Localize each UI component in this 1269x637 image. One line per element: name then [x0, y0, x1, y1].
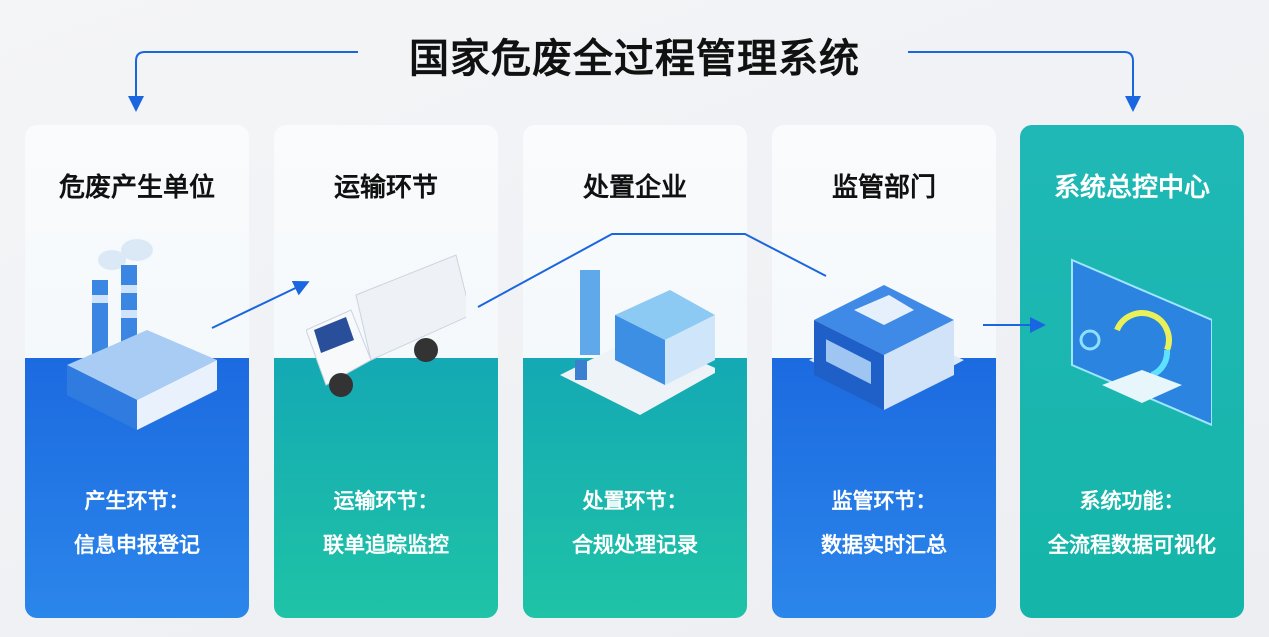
stage-label: 处置环节：	[582, 489, 688, 513]
factory-icon	[67, 239, 217, 430]
dashboard-monitor-icon	[1071, 258, 1212, 427]
card-transport: 运输环节 运输环节： 联单追踪监控	[274, 125, 498, 618]
stage-description: 全流程数据可视化	[1048, 533, 1216, 557]
card-title: 监管部门	[831, 173, 936, 203]
stage-description: 信息申报登记	[74, 533, 200, 557]
card-waste-producer: 危废产生单位 产生环节： 信息申报登记	[25, 125, 249, 618]
government-building-icon	[809, 285, 964, 410]
stage-label: 监管环节：	[831, 489, 937, 513]
stage-label: 运输环节：	[333, 489, 439, 513]
card-disposal: 处置企业 处置环节： 合规处理记录	[523, 125, 747, 618]
card-title: 处置企业	[582, 173, 687, 203]
card-title: 运输环节	[333, 173, 438, 203]
page-title: 国家危废全过程管理系统	[409, 36, 860, 82]
stage-description: 联单追踪监控	[323, 533, 449, 557]
card-control-center: 系统总控中心 系统功能： 全流程数据可视化	[1020, 125, 1244, 618]
stage-description: 合规处理记录	[572, 533, 698, 557]
stage-label: 产生环节：	[84, 489, 190, 513]
truck-icon	[306, 254, 466, 397]
stage-label: 系统功能：	[1079, 489, 1185, 513]
treatment-plant-icon	[560, 270, 715, 415]
stage-description: 数据实时汇总	[821, 533, 947, 557]
card-regulator: 监管部门 监管环节： 数据实时汇总	[772, 125, 996, 618]
card-title: 系统总控中心	[1053, 173, 1210, 203]
card-title: 危废产生单位	[58, 173, 215, 203]
